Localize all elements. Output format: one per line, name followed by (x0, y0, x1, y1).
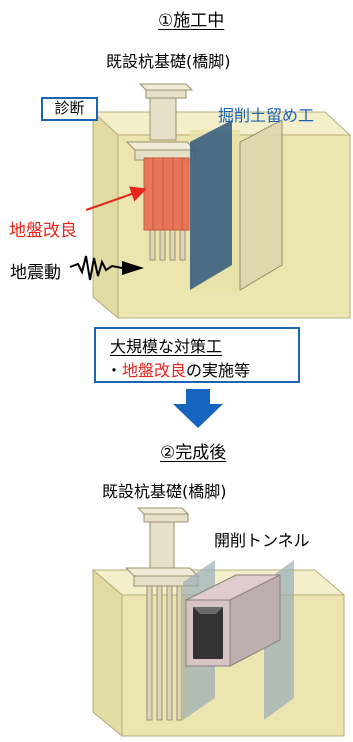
measures-rest: の実施等 (186, 361, 251, 380)
stage2-title: ②完成後 (160, 443, 227, 463)
stage1-existing-foundation-label: 既設杭基礎(橋脚) (106, 52, 231, 71)
ground-improvement-block (143, 157, 190, 231)
measures-box: 大規模な対策工 ・地盤改良の実施等 (94, 327, 300, 383)
stage2-existing-foundation-label: 既設杭基礎(橋脚) (102, 482, 227, 501)
earthquake-motion-label: 地震動 (10, 263, 61, 283)
ground-improvement-arrow (85, 186, 147, 211)
stage2-piles (146, 585, 183, 721)
transition-arrow (173, 389, 223, 428)
diagnosis-badge: 診断 (41, 97, 98, 121)
ground-improvement-label: 地盤改良 (9, 221, 77, 241)
measures-heading: 大規模な対策工 (110, 337, 223, 356)
earthquake-wave-icon (69, 255, 144, 281)
retaining-wall-back (239, 119, 283, 291)
measures-highlight: 地盤改良 (122, 361, 187, 380)
stage1-title: ①施工中 (158, 11, 225, 31)
measures-line: ・地盤改良の実施等 (106, 357, 250, 381)
cut-and-cover-tunnel-label: 開削トンネル (214, 531, 310, 550)
tunnel-box (185, 574, 281, 667)
stage2-pier (124, 507, 200, 587)
stage1-pier (125, 83, 197, 161)
measures-bullet: ・ (106, 361, 123, 380)
excavation-retaining-label: 掘削土留め工 (218, 106, 315, 125)
diagnosis-badge-label: 診断 (54, 99, 85, 117)
retaining-wall-front (190, 120, 232, 290)
